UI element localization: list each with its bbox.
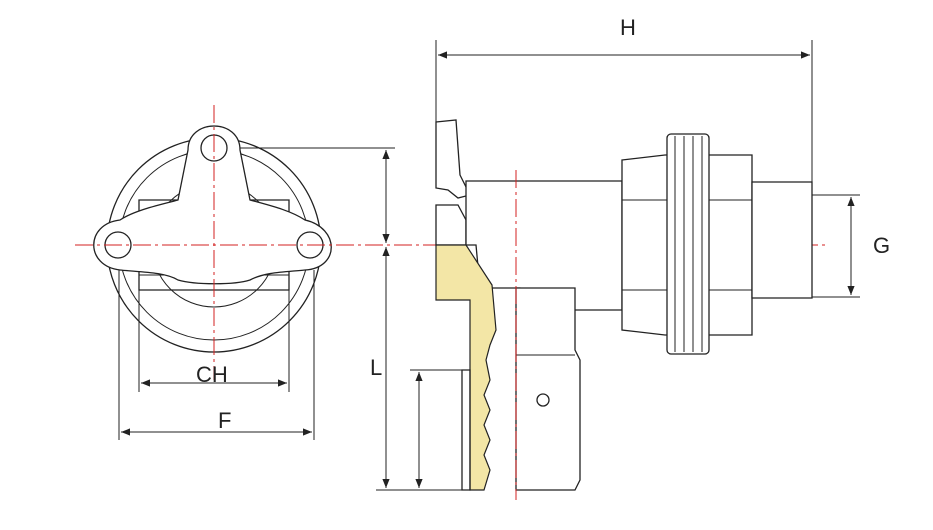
dimension-g: G — [812, 194, 890, 298]
dimension-flange-height — [240, 147, 395, 243]
side-view — [435, 119, 813, 500]
threaded-tail — [751, 181, 813, 299]
dimension-label-ch: CH — [196, 362, 228, 387]
side-flange-lower — [435, 204, 467, 246]
mounting-flange — [93, 125, 332, 285]
dimension-h: H — [435, 15, 813, 190]
dimension-l: L — [370, 247, 470, 491]
side-flange-upper — [435, 119, 471, 199]
dimension-f: F — [118, 270, 315, 440]
dimension-label-f: F — [218, 408, 231, 433]
dimension-ch: CH — [138, 290, 290, 392]
inspection-hole — [536, 393, 550, 407]
dimension-label-h: H — [620, 15, 636, 40]
dimension-label-g: G — [873, 233, 890, 258]
dimension-socket-depth — [410, 369, 462, 488]
press-sleeve — [461, 369, 471, 491]
union-ring — [666, 133, 710, 355]
press-socket — [515, 287, 581, 491]
section-cut — [435, 244, 497, 491]
dimension-label-l: L — [370, 355, 382, 380]
